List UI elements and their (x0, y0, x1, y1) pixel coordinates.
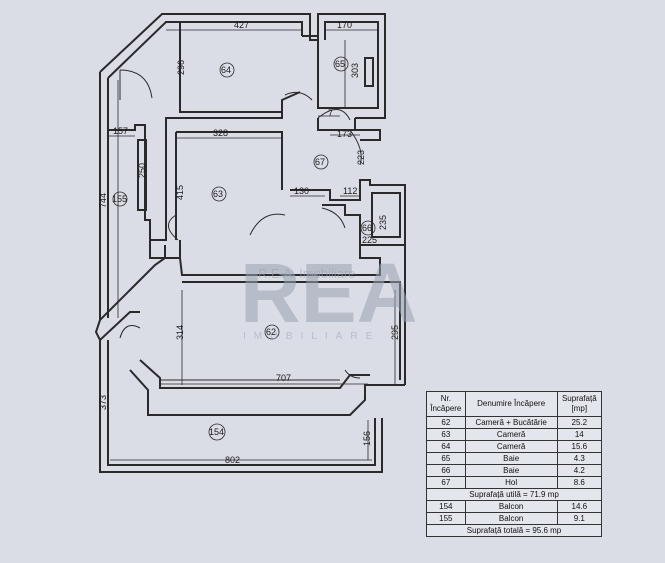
dim-170: 170 (337, 20, 352, 30)
table-header-row: Nr. Încăpere Denumire Încăpere Suprafață… (426, 391, 603, 417)
cell-name: Cameră (464, 428, 558, 441)
table-row: 66 Baie 4.2 (426, 464, 603, 477)
table-row: 154 Balcon 14.6 (426, 500, 603, 513)
room-label-154: 154 (209, 427, 224, 437)
total-area-row: Suprafață totală = 95.6 mp (426, 524, 602, 537)
room-label-64: 64 (221, 65, 231, 75)
table-row: 67 Hol 8.6 (426, 476, 603, 489)
watermark-sub: IMOBILIARE (243, 331, 380, 342)
cell-nr: 63 (426, 428, 466, 441)
dim-295: 295 (390, 325, 400, 340)
cell-area: 4.3 (556, 452, 603, 465)
table-row: 62 Cameră + Bucătărie 25.2 (426, 416, 603, 429)
cell-name: Cameră + Bucătărie (464, 416, 558, 429)
cell-name: Balcon (464, 500, 558, 513)
area-table-grid: Nr. Încăpere Denumire Încăpere Suprafață… (426, 391, 603, 537)
dim-802: 802 (225, 455, 240, 465)
area-table: Nr. Încăpere Denumire Încăpere Suprafață… (426, 391, 603, 537)
cell-nr: 64 (426, 440, 466, 453)
useful-area-row: Suprafață utilă = 71.9 mp (426, 488, 602, 501)
cell-area: 25.2 (556, 416, 603, 429)
dim-415: 415 (175, 185, 185, 200)
dim-373: 373 (98, 395, 108, 410)
header-nr: Nr. Încăpere (426, 391, 466, 417)
dim-7: 7 (328, 108, 333, 118)
dim-314: 314 (175, 325, 185, 340)
cell-area: 14 (556, 428, 603, 441)
room-label-65: 65 (335, 59, 345, 69)
dim-427: 427 (234, 20, 249, 30)
watermark: REA R.E.A. Imobiliare IMOBILIARE (240, 246, 417, 342)
dim-303: 303 (350, 63, 360, 78)
table-row: 155 Balcon 9.1 (426, 512, 603, 525)
dim-223: 223 (356, 150, 366, 165)
cell-name: Baie (464, 452, 558, 465)
door-swings (119, 69, 362, 379)
cell-area: 15.6 (556, 440, 603, 453)
cell-nr: 65 (426, 452, 466, 465)
cell-area: 8.6 (556, 476, 603, 489)
room-label-62: 62 (266, 327, 276, 337)
room-label-63: 63 (213, 189, 223, 199)
dim-707: 707 (276, 373, 291, 383)
cell-nr: 66 (426, 464, 466, 477)
dim-250: 250 (137, 163, 147, 178)
watermark-main: R.E.A. Imobiliare (258, 266, 356, 281)
useful-area: Suprafață utilă = 71.9 mp (426, 488, 602, 501)
room-label-67: 67 (315, 157, 325, 167)
cell-nr: 67 (426, 476, 466, 489)
header-name: Denumire Încăpere (464, 391, 558, 417)
dim-130: 130 (294, 186, 309, 196)
cell-nr: 155 (426, 512, 466, 525)
dim-112: 112 (343, 186, 357, 196)
dim-296: 296 (176, 60, 186, 75)
cell-area: 4.2 (556, 464, 603, 477)
cell-name: Baie (464, 464, 558, 477)
cell-area: 9.1 (556, 512, 603, 525)
room-label-66: 66 (362, 223, 372, 233)
cell-name: Cameră (464, 440, 558, 453)
dim-225: 225 (362, 235, 377, 245)
cell-name: Hol (464, 476, 558, 489)
cell-nr: 154 (426, 500, 466, 513)
table-row: 65 Baie 4.3 (426, 452, 603, 465)
room-circles (112, 56, 376, 441)
dim-173: 173 (337, 129, 352, 139)
total-area: Suprafață totală = 95.6 mp (426, 524, 602, 537)
header-area: Suprafață [mp] (556, 391, 603, 417)
watermark-logo: REA (240, 246, 417, 340)
dim-328: 328 (213, 128, 228, 138)
dim-156: 156 (362, 431, 372, 446)
table-row: 63 Cameră 14 (426, 428, 603, 441)
cell-nr: 62 (426, 416, 466, 429)
cell-name: Balcon (464, 512, 558, 525)
dim-157: 157 (113, 126, 128, 136)
room-label-155: 155 (112, 194, 127, 204)
dim-235: 235 (378, 215, 388, 230)
dimension-lines (107, 29, 396, 461)
table-row: 64 Cameră 15.6 (426, 440, 603, 453)
cell-area: 14.6 (556, 500, 603, 513)
dim-744: 744 (98, 193, 108, 208)
